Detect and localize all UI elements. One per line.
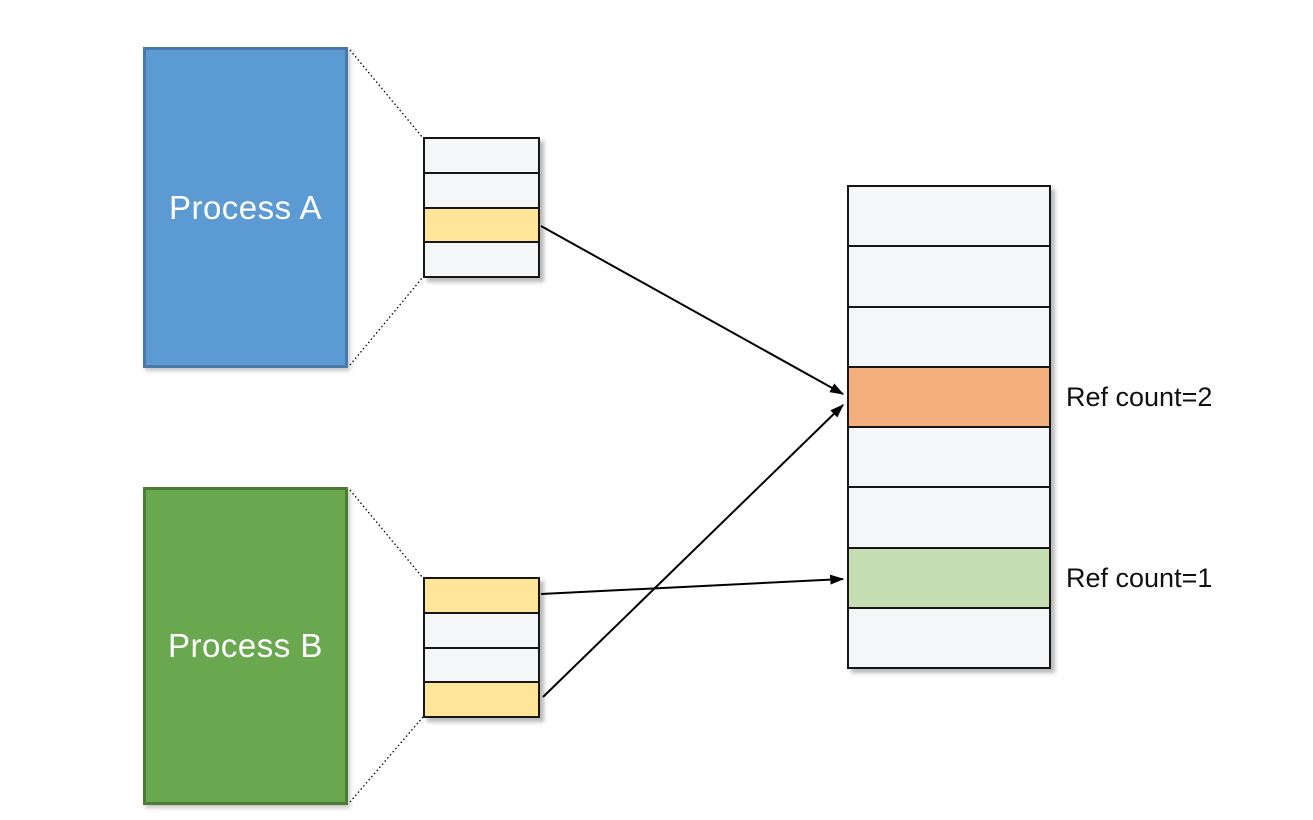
arrow-b-entry1-to-private-frame [540,574,845,595]
page-table-a-row-1 [425,139,538,174]
memory-row-8 [849,608,1049,667]
page-table-b-row-2 [425,613,538,649]
zoom-guide-a-top [349,49,424,139]
memory-row-6 [849,488,1049,549]
memory-row-7-private-frame [849,548,1049,609]
ref-count-shared-label: Ref count=2 [1066,382,1213,412]
process-b-box: Process B [143,487,348,805]
page-table-b-row-4-mapped-entry [425,683,538,716]
memory-row-2 [849,247,1049,308]
page-table-a-row-4 [425,243,538,276]
process-a-label: Process A [168,188,323,226]
physical-memory-table [847,185,1051,669]
process-b-label: Process B [168,627,323,664]
zoom-guide-b-bottom [349,716,424,803]
zoom-guide-a-bottom [349,276,424,366]
arrow-a-entry-to-shared-frame [540,225,845,395]
process-a-box: Process A [143,47,348,368]
page-table-b [423,577,540,718]
page-table-a-row-3-mapped-entry [425,208,538,244]
page-table-a [423,137,540,278]
memory-row-1 [849,187,1049,248]
zoom-guide-b-top [349,489,424,579]
ref-count-private-label: Ref count=1 [1066,563,1213,593]
memory-row-4-shared-frame [849,367,1049,428]
arrow-b-entry4-to-shared-frame [542,404,844,698]
page-table-b-row-3 [425,648,538,684]
memory-row-5 [849,428,1049,489]
memory-row-3 [849,307,1049,368]
page-table-a-row-2 [425,173,538,209]
page-table-b-row-1-mapped-entry [425,579,538,614]
